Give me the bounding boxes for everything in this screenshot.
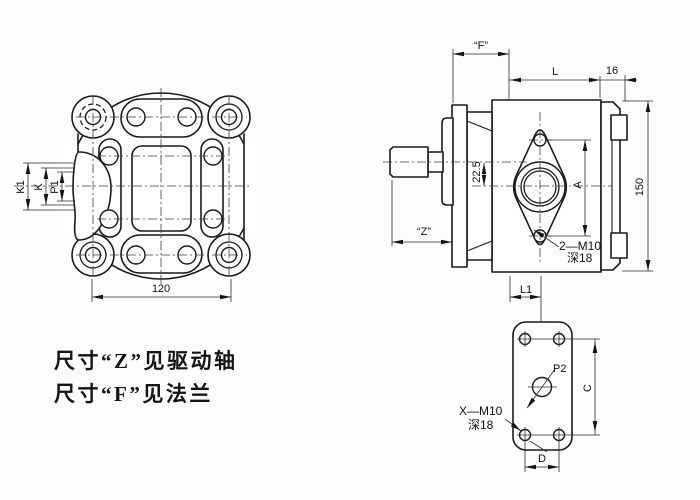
arrowhead: [625, 77, 636, 83]
port-p2-label: P2: [553, 363, 566, 375]
side-view: “F” L 16 150 22.5 A “Z” L1 2—M10 深18: [383, 40, 653, 401]
shaft-hub: [441, 117, 454, 206]
dimension-arrowheads: [25, 51, 651, 470]
dim-c-label: C: [582, 384, 594, 392]
dim-l1-label: L1: [520, 284, 532, 296]
dim-d-label: D: [538, 453, 546, 465]
side-view-dimensions: “F” L 16 150 22.5 A “Z” L1 2—M10 深18: [391, 40, 653, 302]
dim-z-label: “Z”: [417, 226, 431, 238]
arrowhead: [481, 175, 487, 186]
dim-k1-label: K1: [15, 180, 27, 193]
arrowhead: [589, 77, 600, 83]
arrowhead: [441, 239, 452, 245]
arrowhead: [510, 77, 521, 83]
dim-a-label: A: [572, 181, 584, 189]
dim-22-5-label: 22.5: [471, 161, 483, 182]
arrowhead: [645, 101, 651, 112]
arrowhead: [498, 51, 509, 57]
arrowhead: [453, 51, 464, 57]
bottom-boss: [120, 234, 203, 274]
arrowhead: [25, 163, 31, 174]
leader-tail: [529, 440, 548, 453]
dim-k-label: K: [33, 183, 45, 191]
note-flange: 尺寸“F”见法兰: [54, 382, 213, 406]
dim-f-label: “F”: [474, 40, 488, 52]
arrowhead: [525, 464, 536, 470]
top-boss: [120, 98, 203, 138]
arrowhead: [92, 294, 103, 300]
arrowhead: [582, 225, 588, 236]
arrowhead: [592, 421, 598, 432]
dim-p1-label: P1: [49, 180, 61, 193]
note-shaft: 尺寸“Z”见驱动轴: [54, 349, 238, 373]
arrowhead: [510, 294, 521, 300]
notes: 尺寸“Z”见驱动轴 尺寸“F”见法兰: [54, 349, 238, 406]
arrowhead: [530, 294, 541, 300]
rear-mounting-tab: [610, 232, 628, 259]
neck-chamfer: [466, 120, 493, 132]
arrowhead: [548, 464, 559, 470]
bottom-view: P2 C D X—M10 深18: [459, 321, 600, 472]
arrowhead: [392, 239, 403, 245]
dim-l-label: L: [552, 66, 558, 78]
mounting-flange: [451, 104, 468, 268]
arrowhead: [25, 199, 31, 210]
arrowhead: [59, 172, 65, 183]
thread-callout: 2—M10: [559, 239, 601, 253]
arrowhead: [43, 168, 49, 179]
dim-16-label: 16: [606, 65, 618, 77]
arrowhead: [527, 397, 536, 408]
arrowhead: [510, 422, 521, 431]
bottom-view-centerlines: [517, 331, 600, 472]
neck-chamfer: [466, 240, 493, 252]
thread-depth-callout: 深18: [468, 418, 494, 432]
arrowhead: [592, 342, 598, 353]
front-view-body: [58, 92, 262, 280]
thread-depth-callout: 深18: [567, 251, 593, 265]
rear-mounting-tab: [610, 114, 628, 141]
front-view-centerlines: [14, 88, 250, 287]
arrowhead: [481, 163, 487, 174]
dim-120-label: 120: [152, 283, 170, 295]
arrowhead: [582, 140, 588, 151]
front-view: K1 K P1 120: [14, 88, 262, 302]
dim-150-label: 150: [634, 178, 646, 196]
thread-callout: X—M10: [459, 404, 503, 418]
center-cavity: [131, 145, 192, 232]
arrowhead: [220, 294, 231, 300]
arrowhead: [43, 194, 49, 205]
arrowhead: [59, 190, 65, 201]
arrowhead: [645, 260, 651, 271]
arrowhead: [534, 230, 545, 238]
